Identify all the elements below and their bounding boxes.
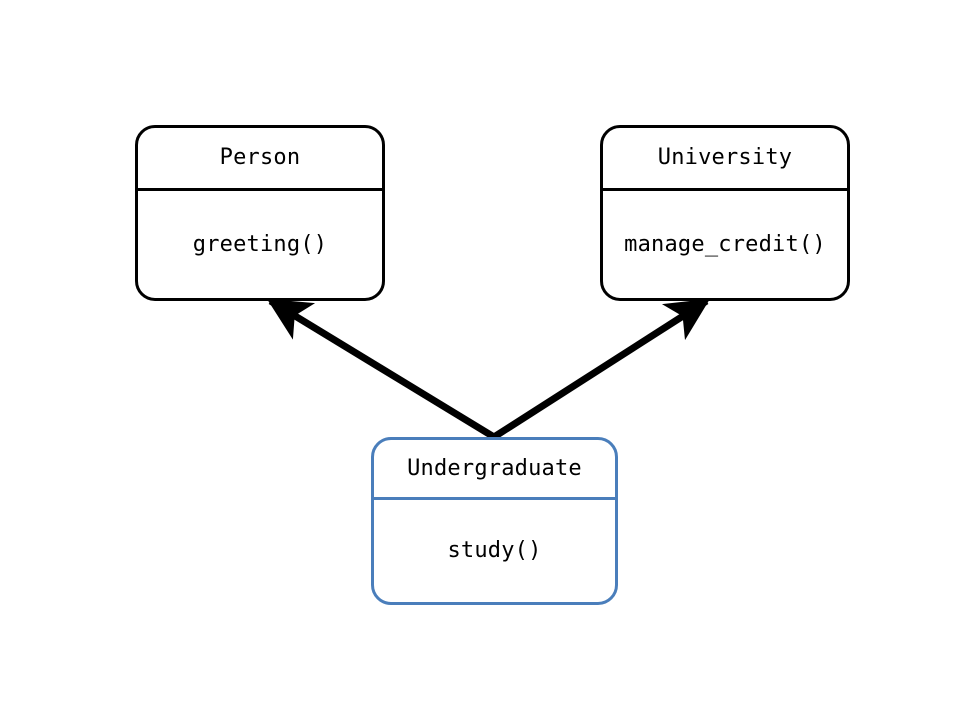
class-methods-undergraduate: study()	[447, 538, 542, 563]
class-divider-person	[138, 188, 382, 191]
arrow-undergraduate-to-person	[266, 298, 496, 440]
class-methods-person: greeting()	[192, 231, 328, 257]
class-box-undergraduate[interactable]: Undergraduate study()	[371, 437, 618, 605]
class-box-person[interactable]: Person greeting()	[135, 125, 385, 301]
class-methods-university: manage_credit()	[624, 231, 826, 257]
class-divider-university	[603, 188, 847, 191]
class-name-person: Person	[219, 145, 301, 170]
arrow-undergraduate-to-university	[492, 298, 711, 440]
class-name-undergraduate: Undergraduate	[407, 455, 582, 481]
class-divider-undergraduate	[374, 497, 615, 500]
class-box-university[interactable]: University manage_credit()	[600, 125, 850, 301]
class-name-university: University	[657, 145, 793, 170]
